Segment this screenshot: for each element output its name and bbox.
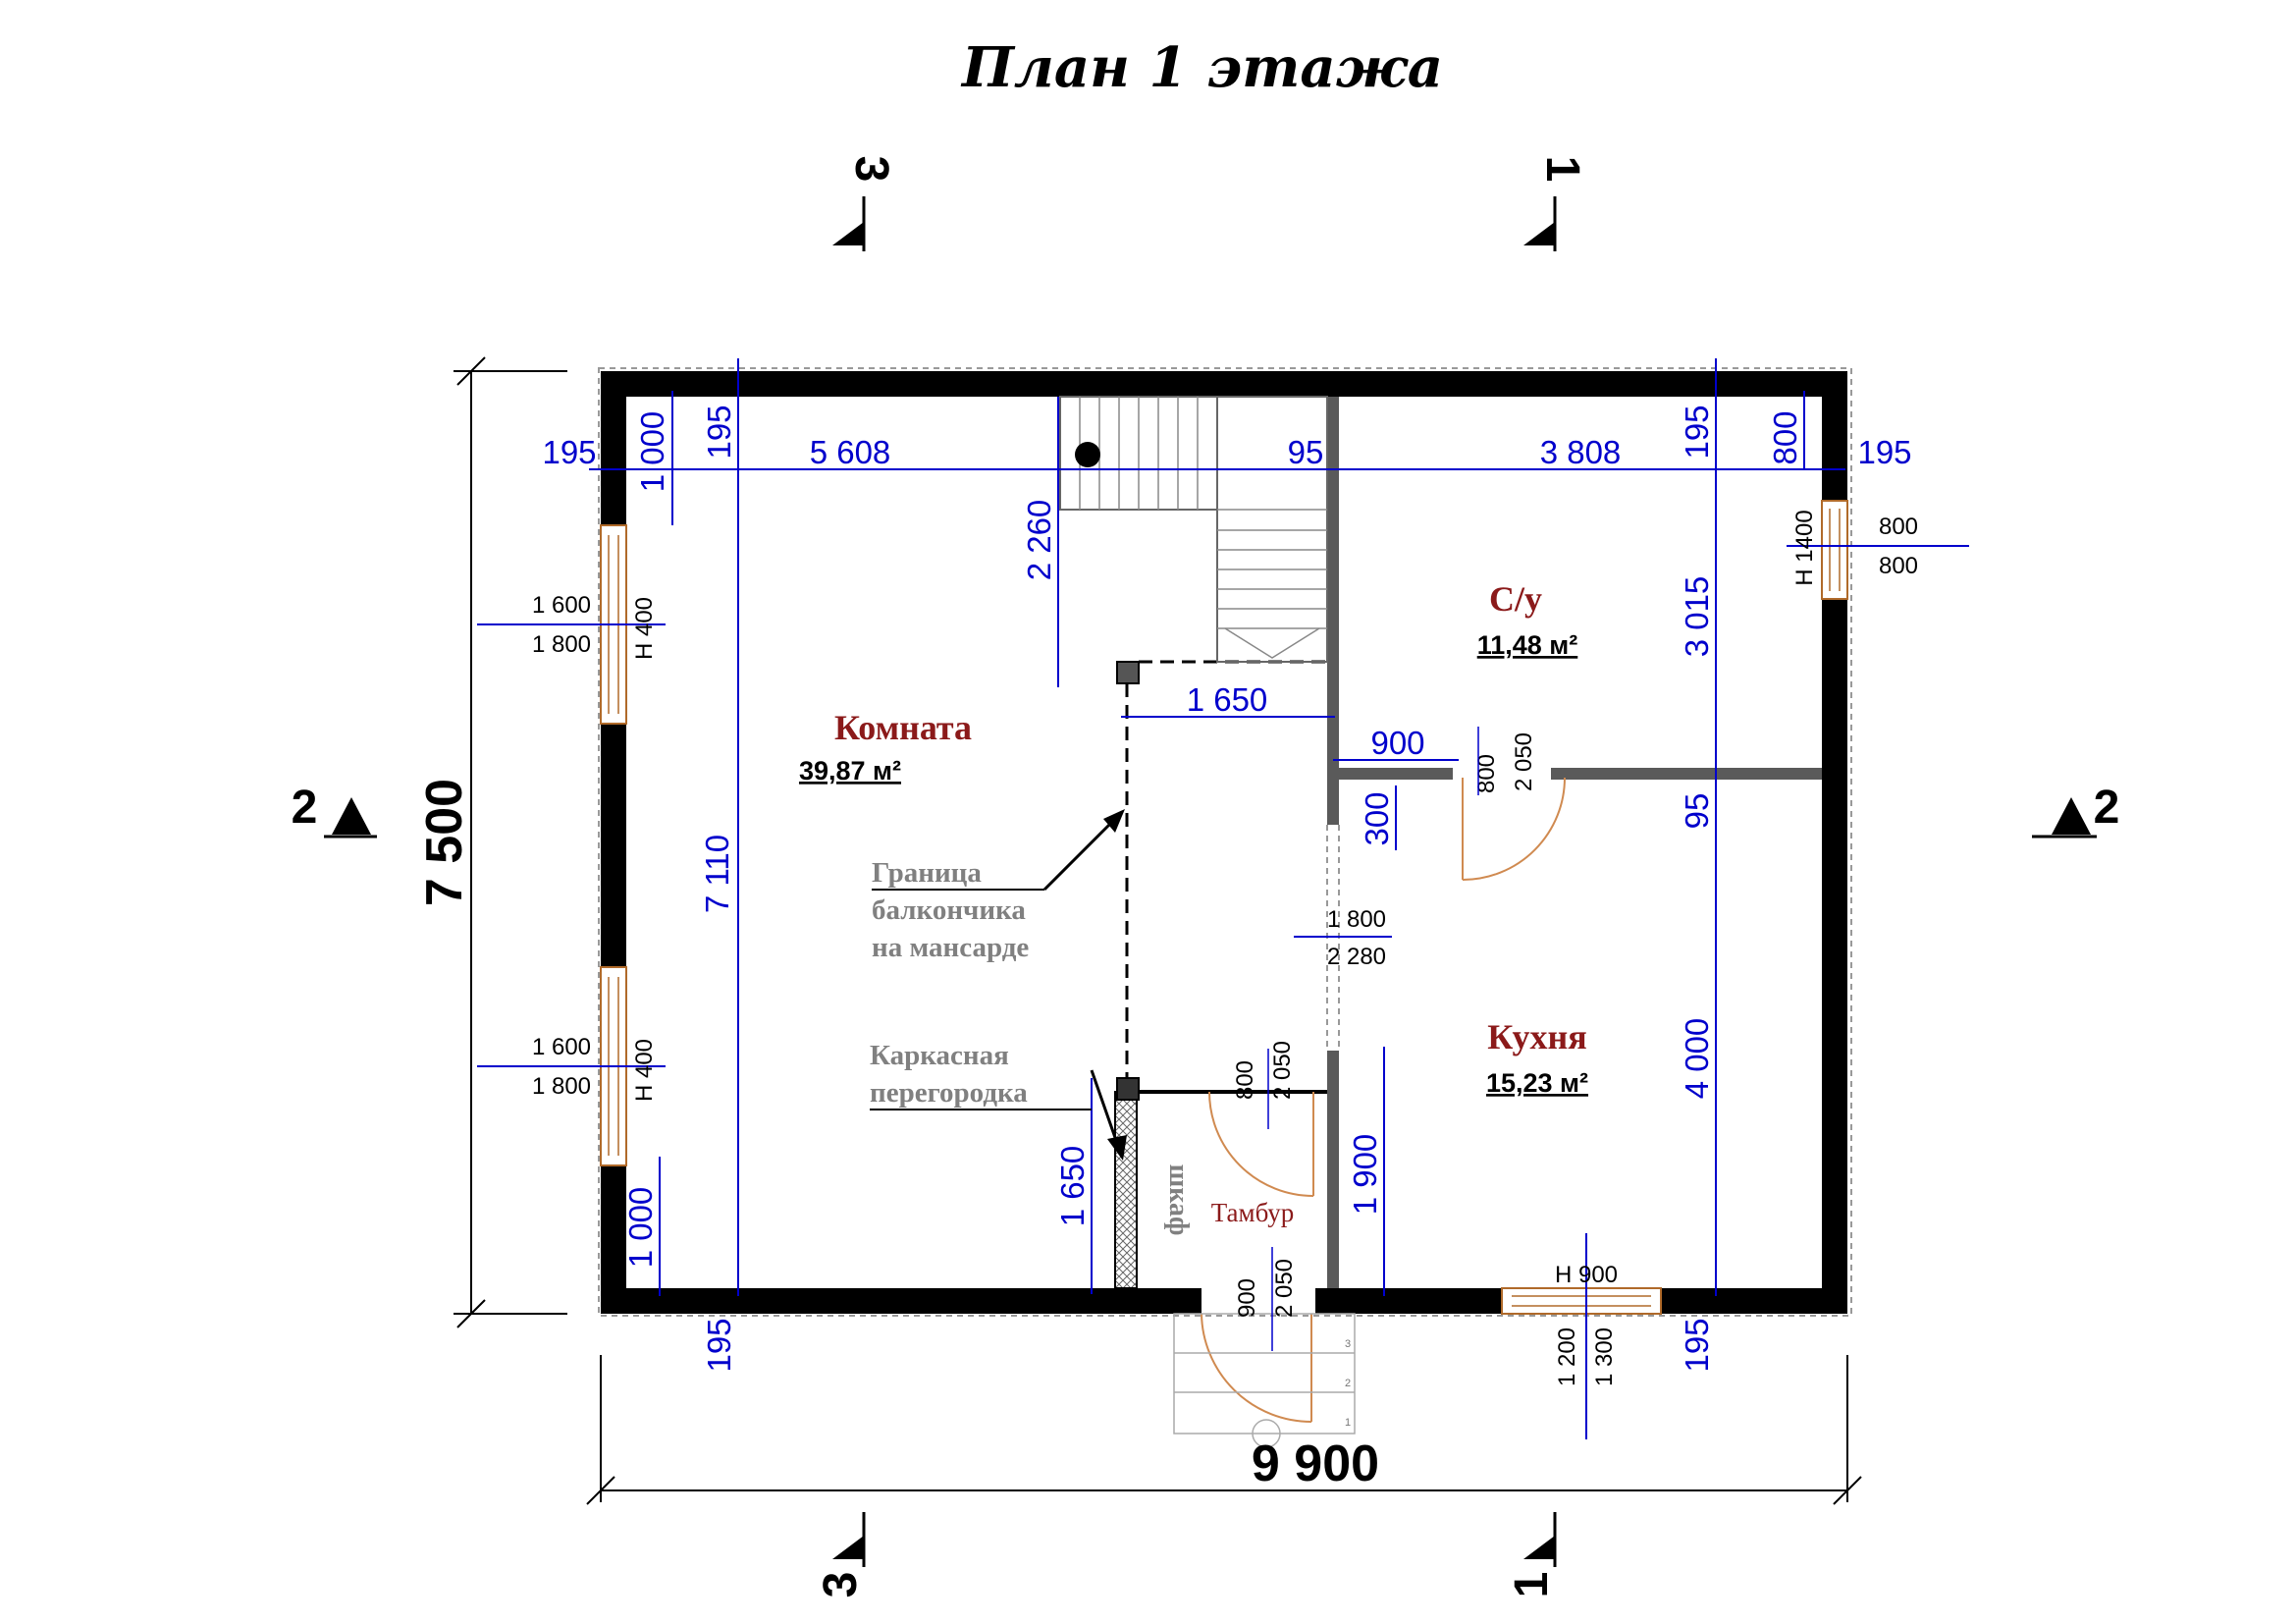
svg-text:800: 800	[1232, 1060, 1258, 1100]
svg-text:2 280: 2 280	[1327, 944, 1386, 970]
svg-text:Н 400: Н 400	[631, 597, 658, 660]
svg-text:195: 195	[1679, 1318, 1715, 1372]
dim-main-height: 7 110	[699, 835, 735, 913]
svg-text:1 600: 1 600	[532, 1034, 591, 1060]
svg-text:1 800: 1 800	[1327, 906, 1386, 933]
arrow-balcony	[1103, 809, 1125, 833]
svg-text:1 900: 1 900	[1347, 1134, 1383, 1216]
svg-text:3: 3	[845, 156, 897, 183]
svg-text:Н 400: Н 400	[631, 1039, 658, 1102]
svg-text:Н 1400: Н 1400	[1791, 510, 1818, 585]
svg-text:300: 300	[1359, 791, 1395, 845]
svg-text:3: 3	[815, 1572, 867, 1598]
room-bath-area: 11,48 м²	[1477, 630, 1578, 660]
dim-top-left-offset: 1 000	[634, 411, 670, 493]
room-kitchen-area: 15,23 м²	[1486, 1068, 1588, 1098]
svg-text:95: 95	[1288, 434, 1324, 470]
window-right	[1821, 500, 1848, 600]
svg-text:2 050: 2 050	[1271, 1259, 1298, 1318]
wall-bottom-left	[601, 1288, 1201, 1314]
dim-top-room: 5 608	[810, 434, 891, 470]
section-marker-3-top: 3	[832, 156, 897, 251]
svg-text:1 800: 1 800	[532, 631, 591, 658]
section-marker-1-bottom: 1	[1506, 1512, 1558, 1597]
svg-text:2 050: 2 050	[1269, 1041, 1296, 1100]
svg-text:2 050: 2 050	[1511, 732, 1537, 791]
overall-width: 9 900	[1252, 1435, 1379, 1492]
arrow-partition	[1107, 1135, 1127, 1161]
svg-text:195: 195	[1857, 434, 1911, 470]
svg-text:3: 3	[1345, 1338, 1351, 1350]
plan-title: План 1 этажа	[960, 35, 1443, 100]
overall-height: 7 500	[416, 779, 473, 906]
svg-text:195: 195	[1679, 405, 1715, 459]
note-balcony-line3: на мансарде	[872, 932, 1029, 963]
svg-text:800: 800	[1473, 754, 1500, 793]
dim-stair-width: 1 650	[1187, 681, 1268, 718]
wall-inner-vertical-bottom	[1327, 1051, 1339, 1288]
wall-bath-left	[1327, 768, 1453, 780]
svg-text:1: 1	[1345, 1417, 1351, 1429]
dim-kitchen-height: 4 000	[1679, 1018, 1715, 1100]
dim-top-left-wall: 195	[542, 434, 596, 470]
svg-text:2: 2	[2094, 782, 2120, 834]
svg-text:95: 95	[1679, 793, 1715, 830]
door-vestibule	[1208, 1091, 1314, 1197]
dim-top-right-room: 3 808	[1540, 434, 1622, 470]
staircase	[1059, 396, 1328, 663]
svg-text:1 300: 1 300	[1591, 1327, 1618, 1386]
svg-text:1: 1	[1536, 156, 1588, 183]
dim-bath-height: 3 015	[1679, 576, 1715, 658]
section-marker-1-top: 1	[1523, 156, 1588, 251]
svg-text:1 200: 1 200	[1554, 1327, 1580, 1386]
column-bottom	[1116, 1077, 1140, 1101]
svg-text:800: 800	[1879, 514, 1918, 540]
note-partition-line1: Каркасная	[870, 1040, 1009, 1071]
wardrobe-wall	[1114, 1091, 1138, 1289]
svg-text:900: 900	[1370, 725, 1424, 761]
window-bottom	[1501, 1287, 1662, 1315]
svg-text:2: 2	[1345, 1378, 1351, 1389]
note-balcony-line1: Граница	[872, 857, 982, 889]
stair-start-marker	[1075, 442, 1100, 467]
door-bath	[1462, 777, 1566, 881]
room-kitchen-name: Кухня	[1487, 1017, 1586, 1056]
svg-text:2: 2	[292, 782, 318, 834]
section-marker-3-bottom: 3	[815, 1512, 867, 1597]
svg-text:Н 900: Н 900	[1555, 1262, 1618, 1288]
room-vestibule-name: Тамбур	[1211, 1198, 1295, 1227]
room-main-name: Комната	[834, 708, 972, 747]
svg-text:1 000: 1 000	[622, 1187, 659, 1269]
outer-boundary	[598, 367, 1852, 1317]
svg-text:195: 195	[701, 405, 737, 459]
wall-top	[601, 371, 1847, 397]
room-bath-name: С/у	[1489, 579, 1542, 619]
svg-text:800: 800	[1767, 410, 1803, 464]
section-marker-2-left: 2	[292, 782, 377, 839]
svg-text:1: 1	[1506, 1572, 1558, 1598]
door-entrance	[1201, 1313, 1312, 1423]
column-top	[1116, 661, 1140, 684]
dim-stair-vertical: 2 260	[1021, 500, 1057, 581]
note-partition-line2: перегородка	[870, 1077, 1028, 1109]
wardrobe-label: шкаф	[1163, 1164, 1194, 1236]
room-main-area: 39,87 м²	[799, 756, 901, 785]
svg-text:1 800: 1 800	[532, 1073, 591, 1100]
wall-left	[601, 371, 626, 1314]
section-marker-2-right: 2	[2032, 782, 2120, 839]
svg-text:1 650: 1 650	[1054, 1146, 1091, 1227]
note-balcony-line2: балкончика	[872, 894, 1026, 926]
wall-bath-right	[1551, 768, 1822, 780]
svg-text:195: 195	[701, 1318, 737, 1372]
svg-text:1 600: 1 600	[532, 592, 591, 619]
svg-text:900: 900	[1234, 1278, 1260, 1318]
svg-text:800: 800	[1879, 553, 1918, 579]
porch-steps: 3 2 1	[1173, 1313, 1356, 1448]
